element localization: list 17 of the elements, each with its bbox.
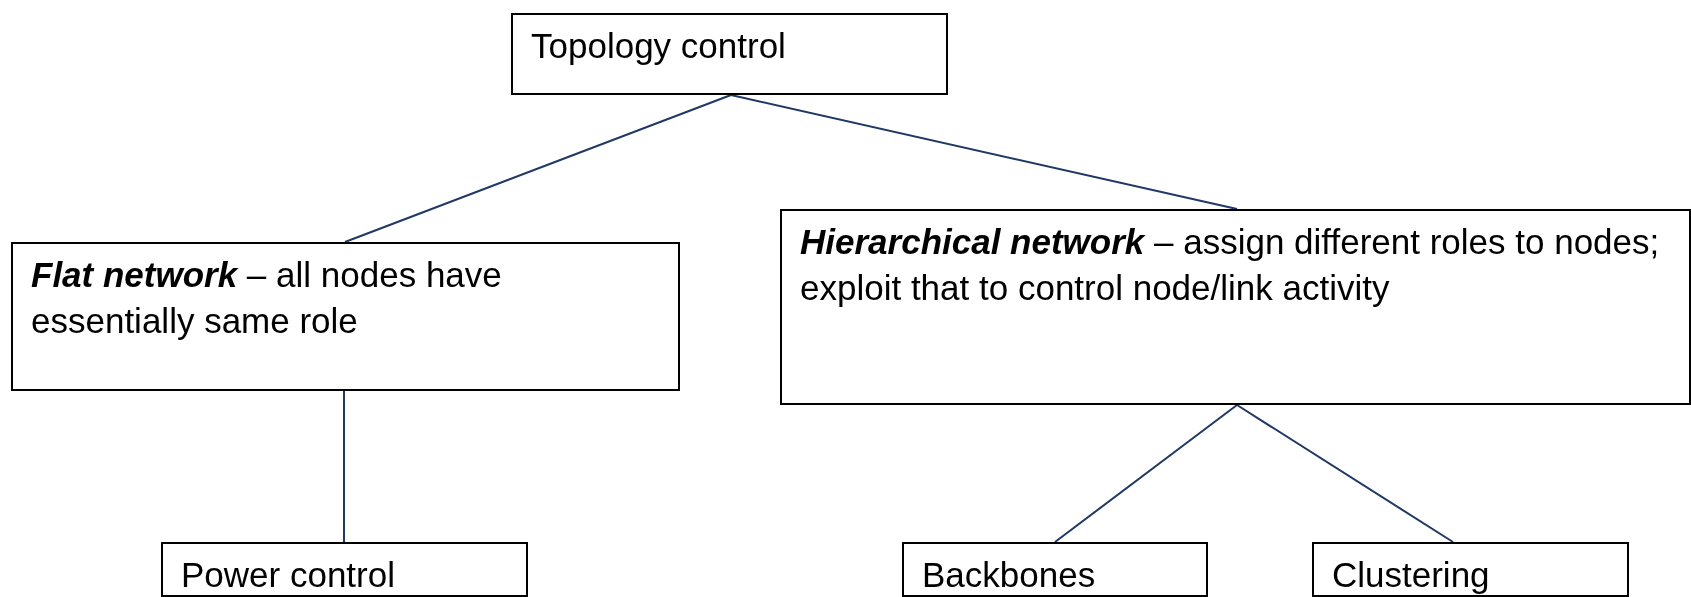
topic-box (11, 242, 680, 391)
topic-box (902, 542, 1208, 597)
connector-line (343, 390, 345, 543)
connector-line (344, 94, 732, 243)
node-text: Hierarchical network – assign different roles to nodes; exploit that to control node/link activity (800, 221, 1661, 309)
topic-box (1312, 542, 1629, 597)
topic-box (780, 209, 1691, 405)
node-text: Flat network – all nodes have essentially same role (31, 254, 503, 342)
topic-box (511, 13, 948, 95)
node-text: Clustering (1332, 554, 1491, 596)
topic-box (161, 542, 528, 597)
connector-line (730, 94, 1238, 210)
connector-line (1236, 404, 1454, 543)
node-text: Backbones (922, 554, 1097, 596)
node-text: Power control (181, 554, 396, 596)
node-text: Topology control (531, 25, 787, 67)
connector-line (1054, 404, 1238, 543)
